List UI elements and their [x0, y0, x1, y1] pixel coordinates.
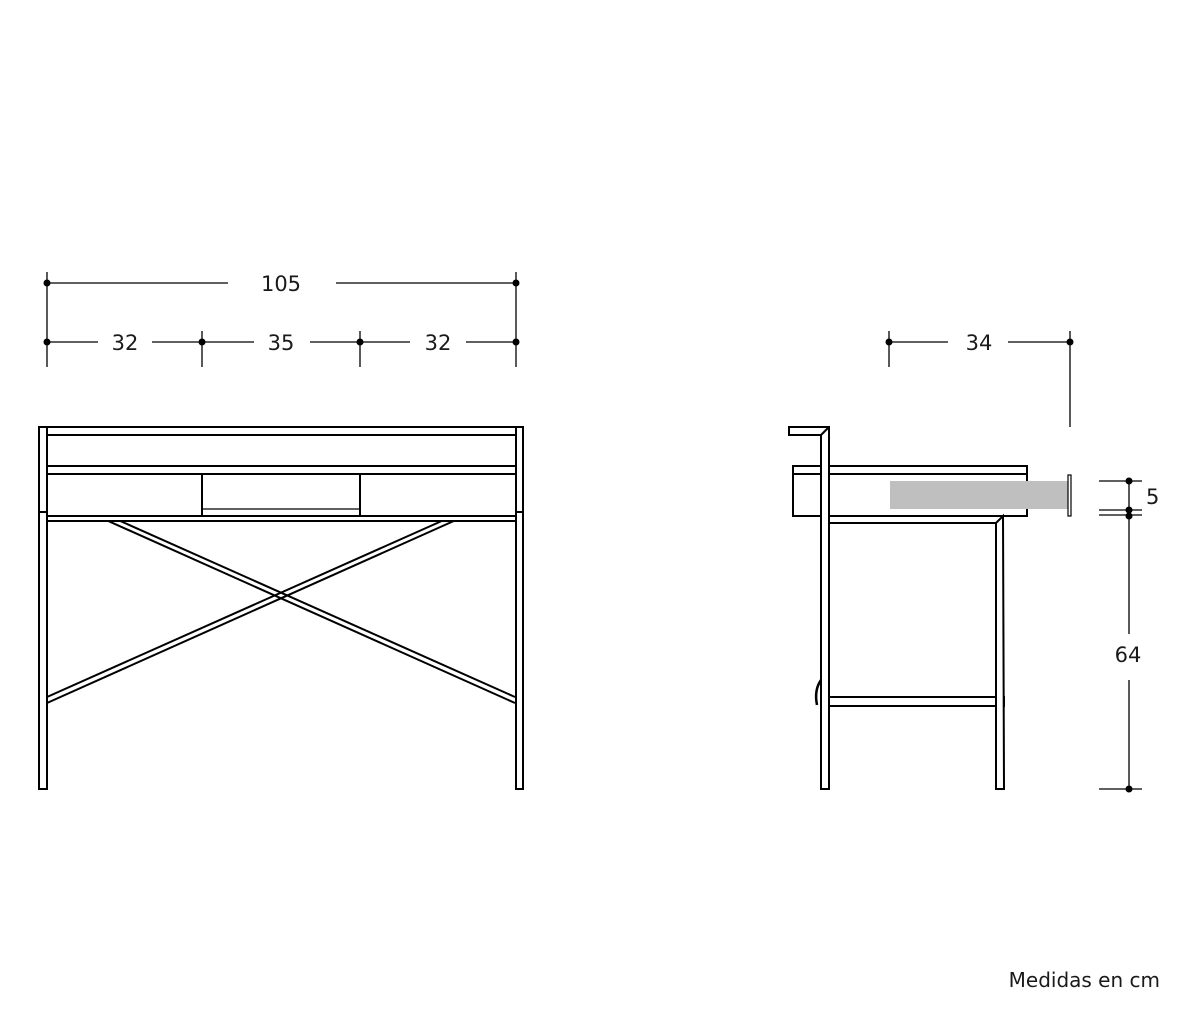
total-width-label: 105	[261, 272, 301, 296]
units-note: Medidas en cm	[1009, 968, 1160, 992]
drawer-open-indicator	[890, 481, 1068, 509]
depth-label: 34	[966, 331, 993, 355]
drawer-height-label: 5	[1146, 485, 1159, 509]
side-dimensions: 34 5 64	[885, 331, 1159, 793]
front-right-leg	[515, 426, 524, 790]
drawer-front	[1067, 474, 1072, 517]
front-view-desk	[38, 426, 524, 790]
segment-right-label: 32	[425, 331, 452, 355]
front-left-leg	[38, 426, 48, 790]
segment-center-label: 35	[268, 331, 295, 355]
hook-icon	[814, 679, 823, 706]
front-dimensions: 105 32 35 32	[43, 272, 520, 367]
side-view-desk	[788, 426, 1072, 790]
leg-height-label: 64	[1115, 643, 1142, 667]
segment-left-label: 32	[112, 331, 139, 355]
